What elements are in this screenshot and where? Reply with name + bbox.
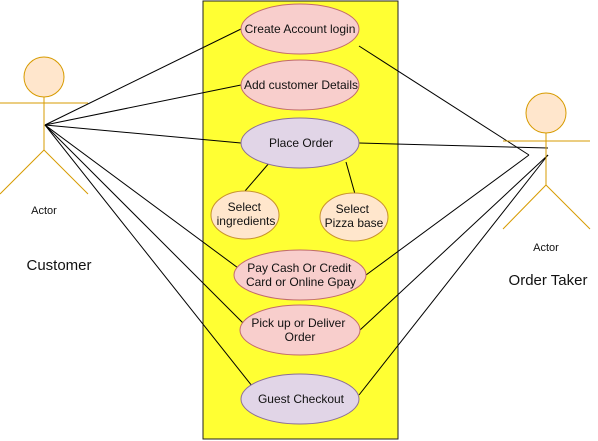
usecase-select-ingredients-label: Select ingredients	[217, 200, 276, 228]
line-customer-create-account	[44, 28, 242, 126]
actor-customer-leg-right	[43, 149, 89, 195]
line-customer-add-details	[44, 84, 242, 126]
line-ordertaker-guest-checkout	[358, 154, 549, 396]
usecase-place-order-label: Place Order	[269, 136, 333, 150]
line-ordertaker-pickup	[359, 154, 549, 331]
actor-order-taker	[502, 92, 591, 230]
usecase-place-order: Place Order	[240, 117, 360, 169]
usecase-place-order-shape	[240, 117, 360, 169]
actor-customer-head-icon	[23, 56, 65, 98]
usecase-guest-checkout-label: Guest Checkout	[258, 392, 345, 406]
usecase-pickup-deliver-shape	[239, 304, 361, 356]
usecase-pay-label: Pay Cash Or Credit Card or Online Gpay	[246, 261, 356, 289]
line-customer-guest-checkout	[44, 124, 257, 392]
line-ordertaker-create-account	[358, 45, 530, 156]
usecase-pickup-deliver: Pick up or Deliver Order	[239, 304, 361, 356]
actor-order-taker-label: Order Taker	[509, 272, 588, 289]
line-customer-pickup	[44, 124, 254, 334]
usecase-add-customer-details-shape	[240, 59, 360, 111]
actor-customer	[0, 56, 89, 195]
usecase-pay: Pay Cash Or Credit Card or Online Gpay	[233, 249, 367, 301]
line-place-order-select-pizza-base	[345, 161, 356, 195]
actor-customer-caption: Actor	[31, 205, 57, 217]
usecase-guest-checkout: Guest Checkout	[240, 373, 360, 425]
actor-customer-label: Customer	[26, 257, 91, 274]
usecase-pay-shape	[233, 249, 367, 301]
line-customer-pay	[44, 124, 258, 283]
usecase-add-customer-details: Add customer Details	[240, 59, 360, 111]
actor-customer-leg-left	[0, 149, 45, 195]
actor-order-taker-leg-left	[502, 184, 547, 230]
actor-order-taker-caption: Actor	[533, 242, 559, 254]
line-ordertaker-pay	[365, 154, 530, 276]
usecase-pickup-deliver-label: Pick up or Deliver Order	[251, 316, 348, 344]
line-customer-place-order	[44, 124, 242, 144]
usecase-create-account-label: Create Account login	[245, 22, 356, 36]
usecase-select-pizza-base: Select Pizza base	[319, 192, 389, 242]
line-place-order-select-ingredients	[244, 161, 271, 192]
usecase-select-ingredients: Select ingredients	[210, 190, 280, 240]
usecase-select-pizza-base-label: Select Pizza base	[325, 202, 384, 230]
usecase-create-account: Create Account login	[240, 3, 360, 55]
usecase-create-account-shape	[240, 3, 360, 55]
usecase-guest-checkout-shape	[240, 373, 360, 425]
line-ordertaker-place-order	[358, 142, 549, 149]
usecase-select-pizza-base-shape	[319, 192, 389, 242]
actor-order-taker-leg-right	[545, 184, 591, 230]
actor-order-taker-head-icon	[525, 92, 567, 134]
association-lines	[44, 28, 549, 396]
usecase-select-ingredients-shape	[210, 190, 280, 240]
usecase-add-customer-details-label: Add customer Details	[244, 78, 358, 92]
